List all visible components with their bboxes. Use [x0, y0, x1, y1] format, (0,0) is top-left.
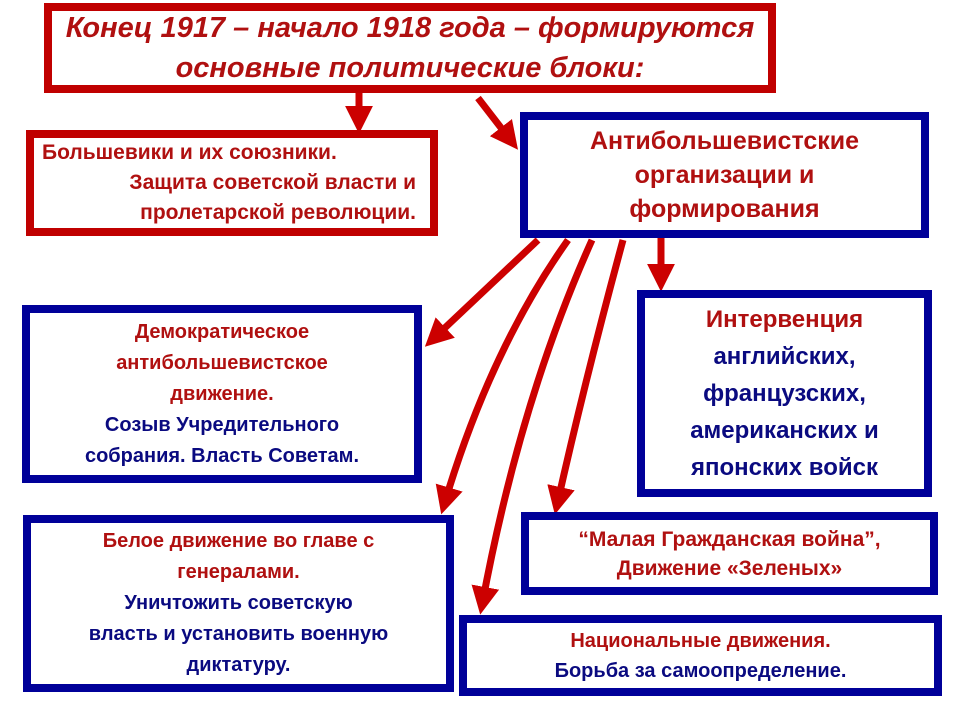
- arrow-anti-to-democratic: [424, 237, 541, 347]
- intervention-body-4: японских войск: [691, 454, 878, 481]
- democratic-movement-box: Демократическое антибольшевистское движе…: [22, 305, 422, 483]
- anti-bolshevik-line-2: организации и: [634, 161, 815, 189]
- bolsheviks-text-1: Защита советской власти и: [129, 171, 416, 194]
- title-line-1: Конец 1917 – начало 1918 года – формирую…: [65, 12, 755, 44]
- white-body-3: диктатуру.: [186, 654, 291, 676]
- small-civil-war-line-1: “Малая Гражданская война”,: [578, 527, 881, 551]
- intervention-heading: Интервенция: [705, 306, 864, 333]
- title-box: Конец 1917 – начало 1918 года – формирую…: [44, 3, 776, 93]
- national-heading: Национальные движения.: [570, 629, 831, 652]
- arrow-anti-to-white: [435, 237, 571, 515]
- bolsheviks-text-2: пролетарской революции.: [140, 201, 416, 224]
- intervention-body-3: американских и: [690, 417, 879, 444]
- democratic-heading-3: движение.: [170, 382, 274, 405]
- intervention-box: Интервенция английских, французских, аме…: [637, 290, 932, 497]
- anti-bolshevik-line-3: формирования: [629, 195, 820, 223]
- intervention-body-1: английских,: [713, 343, 856, 370]
- small-civil-war-line-2: Движение «Зеленых»: [616, 556, 843, 580]
- bolsheviks-heading: Большевики и их союзники.: [42, 141, 337, 164]
- anti-bolshevik-line-1: Антибольшевистские: [589, 127, 860, 155]
- bolsheviks-box: Большевики и их союзники. Защита советск…: [26, 130, 438, 236]
- white-heading-1: Белое движение во главе с: [102, 530, 375, 552]
- small-civil-war-box: “Малая Гражданская война”, Движение «Зел…: [521, 512, 938, 595]
- anti-bolshevik-box: Антибольшевистские организации и формиро…: [520, 112, 929, 238]
- democratic-heading-2: антибольшевистское: [116, 351, 328, 374]
- arrow-anti-to-small-civil-war: [547, 239, 627, 515]
- national-movements-box: Национальные движения. Борьба за самоопр…: [459, 615, 942, 696]
- arrow-title-to-anti-bolshevik: [475, 95, 518, 150]
- democratic-heading-1: Демократическое: [134, 320, 310, 343]
- title-line-2: основные политические блоки:: [175, 52, 645, 84]
- white-heading-2: генералами.: [177, 561, 300, 583]
- white-body-1: Уничтожить советскую: [124, 592, 353, 614]
- white-body-2: власть и установить военную: [88, 623, 389, 645]
- democratic-body-1: Созыв Учредительного: [104, 413, 340, 436]
- white-movement-box: Белое движение во главе с генералами. Ун…: [23, 515, 454, 692]
- intervention-body-2: французских,: [703, 380, 866, 407]
- national-body: Борьба за самоопределение.: [554, 659, 847, 682]
- democratic-body-2: собрания. Власть Советам.: [84, 444, 360, 467]
